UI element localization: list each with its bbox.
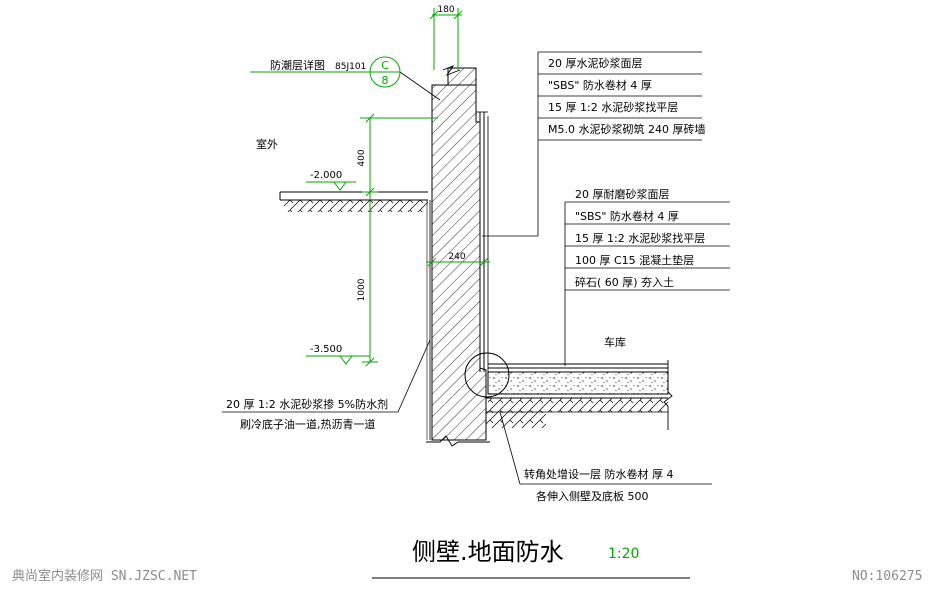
detail-reference xyxy=(250,56,441,101)
watermark-left: 典尚室内装修网 SN.JZSC.NET xyxy=(12,568,197,584)
floor-layer-2: "SBS" 防水卷材 4 厚 xyxy=(575,209,679,223)
level-ground: -2.000 xyxy=(310,170,342,181)
wall-layer-4: M5.0 水泥砂浆砌筑 240 厚砖墙 xyxy=(548,122,705,136)
detail-symbol-bottom: 8 xyxy=(382,74,389,87)
wall-layer-3: 15 厚 1:2 水泥砂浆找平层 xyxy=(548,100,678,114)
dim-height-lower: 1000 xyxy=(357,278,367,301)
corner-note-leader xyxy=(499,411,712,485)
outside-label: 室外 xyxy=(256,137,278,151)
wall-layers-callout xyxy=(482,51,702,237)
plaster-note-line2: 刷冷底子油一道,热沥青一道 xyxy=(240,417,376,431)
floor-layer-1: 20 厚耐磨砂浆面层 xyxy=(575,187,670,201)
drawing-title: 侧壁.地面防水 xyxy=(412,538,564,566)
drawing-scale: 1:20 xyxy=(608,546,639,562)
dimension-lines xyxy=(306,8,490,367)
dim-wall-width: 180 xyxy=(437,5,454,15)
dim-wall-thickness: 240 xyxy=(448,252,465,262)
watermark-right: NO:106275 xyxy=(852,569,922,584)
detail-ref-label: 防潮层详图 xyxy=(270,58,325,72)
detail-symbol-top: C xyxy=(381,59,389,72)
corner-note-line2: 各伸入侧壁及底板 500 xyxy=(536,489,649,503)
garage-label: 车库 xyxy=(604,335,626,349)
garage-floor xyxy=(486,360,673,430)
level-floor: -3.500 xyxy=(310,344,342,355)
floor-layers-callout xyxy=(564,201,730,366)
floor-layer-4: 100 厚 C15 混凝土垫层 xyxy=(575,253,694,267)
floor-layer-3: 15 厚 1:2 水泥砂浆找平层 xyxy=(575,231,705,245)
wall-layer-2: "SBS" 防水卷材 4 厚 xyxy=(548,78,652,92)
outside-ground xyxy=(279,191,428,212)
plaster-note-leader xyxy=(222,339,431,413)
plaster-note-line1: 20 厚 1:2 水泥砂浆掺 5%防水剂 xyxy=(226,397,388,411)
detail-ref-code: 85J101 xyxy=(335,62,366,72)
corner-detail-circle xyxy=(464,352,510,398)
floor-layer-5: 碎石( 60 厚) 夯入土 xyxy=(575,275,674,289)
corner-note-line1: 转角处增设一层 防水卷材 厚 4 xyxy=(524,467,674,481)
wall-layer-1: 20 厚水泥砂浆面层 xyxy=(548,56,643,70)
dim-height-upper: 400 xyxy=(357,149,367,166)
